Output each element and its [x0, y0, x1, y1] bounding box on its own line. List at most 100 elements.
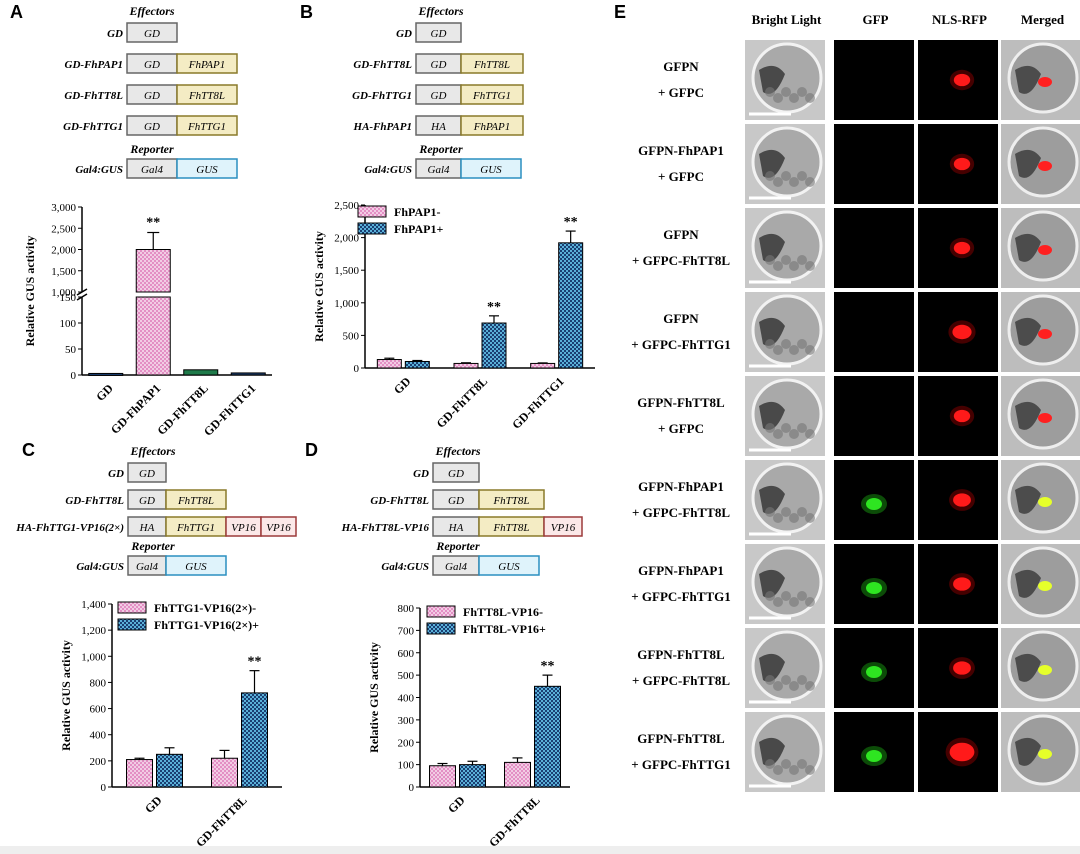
row-label-line1: GFPN-FhPAP1 [638, 479, 724, 494]
construct-box-label: FhPAP1 [473, 121, 510, 133]
construct-label: GD-FhTT8L [353, 59, 412, 71]
row-label-line1: GFPN-FhPAP1 [638, 143, 724, 158]
construct-box-label: FhTT8L [492, 495, 529, 507]
effectors-title: Effectors [417, 4, 463, 18]
construct-box [432, 462, 480, 483]
reporter-box-label: GUS [196, 164, 218, 176]
legend-swatch [117, 618, 147, 631]
construct-box-label: FhPAP1 [188, 59, 225, 71]
organelle [781, 591, 791, 601]
rfp-signal [953, 661, 971, 675]
organelle [781, 171, 791, 181]
nls-rfp-image [918, 124, 998, 204]
reporter-label: Gal4:GUS [364, 164, 412, 176]
construct-box-label: GD [139, 468, 155, 480]
construct-box-label: GD [144, 121, 160, 133]
y-tick-label: 0 [409, 782, 415, 794]
construct-label: GD [108, 468, 124, 480]
chloroplast-mass [1015, 653, 1041, 682]
organelle [805, 177, 815, 187]
organelle [773, 765, 783, 775]
organelle [805, 261, 815, 271]
legend-label: FhTTG1-VP16(2×)- [154, 601, 256, 615]
organelle [773, 597, 783, 607]
legend-label: FhTTG1-VP16(2×)+ [154, 618, 259, 632]
organelle [781, 423, 791, 433]
reporter-title: Reporter [418, 142, 463, 156]
organelle [773, 93, 783, 103]
construct-box [478, 489, 545, 510]
image-bg [834, 40, 914, 120]
reporter-box [460, 158, 522, 179]
reporter-label: Gal4:GUS [381, 561, 429, 573]
y-tick-label: 600 [398, 648, 415, 660]
legend-swatch [117, 601, 147, 614]
chloroplast-mass [1015, 233, 1041, 262]
x-tick-label: GD-FhTT8L [434, 374, 491, 431]
merged-image [1001, 208, 1080, 288]
panel-letter-d: D [305, 440, 318, 460]
organelle [773, 177, 783, 187]
bar [459, 764, 486, 788]
wechat-icon [838, 796, 872, 822]
organelle [765, 759, 775, 769]
row-label-line2: + GFPC-FhTT8L [631, 673, 731, 688]
merged-image [1001, 376, 1080, 456]
bar [453, 362, 479, 369]
rfp-signal [953, 73, 971, 87]
significance-mark: ** [487, 300, 501, 315]
construct-box-label: VP16 [231, 522, 256, 534]
organelle [805, 513, 815, 523]
column-header: NLS-RFP [932, 12, 987, 27]
y-tick-label: 200 [90, 756, 107, 768]
column-header: Bright Light [751, 12, 822, 27]
bright-light-image [745, 292, 825, 372]
row-label: GFPN+ GFPC-FhTTG1 [616, 306, 746, 358]
chloroplast-mass [759, 149, 785, 178]
y-axis-label: Relative GUS activity [23, 236, 37, 347]
panel-letter-a: A [10, 2, 23, 22]
reporter-box-label: Gal4 [141, 164, 164, 176]
effectors-title: Effectors [434, 444, 480, 458]
chloroplast-mass [759, 401, 785, 430]
merged-image [1001, 712, 1080, 792]
merged-image [1001, 40, 1080, 120]
organelle [805, 345, 815, 355]
gfp-glow [861, 746, 887, 766]
y-tick-label: 2,500 [334, 200, 359, 212]
legend-swatch [357, 222, 387, 235]
panel-letter-e: E [614, 2, 627, 22]
merged-signal [1038, 665, 1052, 675]
reporter-box-label: GUS [498, 561, 520, 573]
y-tick-label: 1,000 [81, 651, 106, 663]
image-bg [834, 292, 914, 372]
construct-label: HA-FhPAP1 [353, 121, 412, 133]
organelle [797, 675, 807, 685]
reporter-title: Reporter [129, 142, 174, 156]
construct-box-label: FhTT8L [492, 522, 529, 534]
construct-box [260, 516, 297, 537]
reporter-box [478, 555, 540, 576]
y-tick-label: 3,000 [51, 202, 76, 214]
y-tick-label: 500 [343, 330, 360, 342]
bar [534, 685, 561, 788]
organelle [789, 177, 799, 187]
y-tick-label: 0 [354, 363, 360, 375]
organelle [781, 675, 791, 685]
construct-box-label: FhTTG1 [176, 522, 215, 534]
construct-box-label: VP16 [551, 522, 576, 534]
construct-label: GD [396, 28, 412, 40]
merged-signal [1038, 497, 1052, 507]
bottom-bar [0, 846, 1080, 854]
construct-box-label: HA [139, 522, 155, 534]
organelle [789, 681, 799, 691]
chloroplast-mass [759, 65, 785, 94]
bar [504, 761, 531, 788]
merged-image [1001, 124, 1080, 204]
rfp-signal [952, 324, 972, 340]
construct-box-label: GD [448, 468, 464, 480]
chloroplast-mass [1015, 317, 1041, 346]
construct-box-label: GD [144, 59, 160, 71]
